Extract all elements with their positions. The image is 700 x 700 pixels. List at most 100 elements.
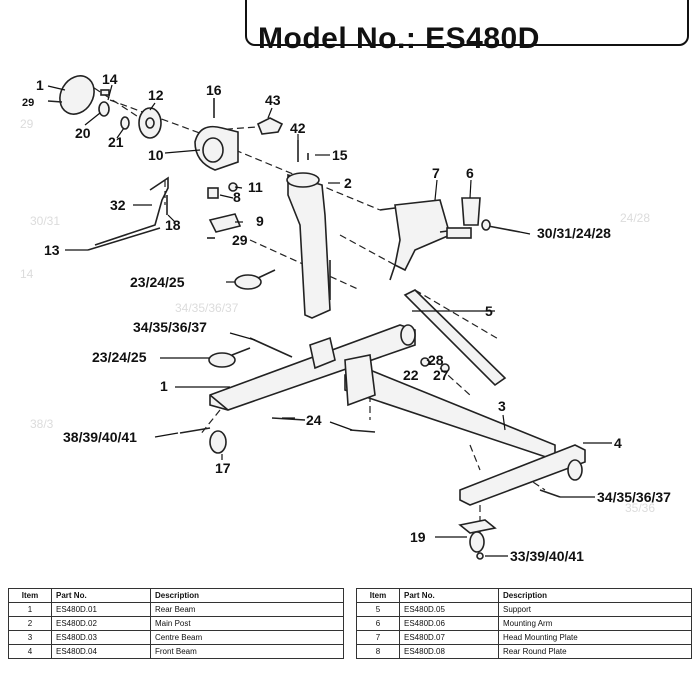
callout-20: 18 <box>165 217 181 233</box>
item-cell: 3 <box>8 630 52 645</box>
callout-10: 10 <box>148 147 164 163</box>
svg-text:14: 14 <box>20 267 34 281</box>
exploded-view-diagram: 29 30/31 14 34/35/36/37 38/3 24/28 35/36 <box>20 71 671 564</box>
callout-5: 5 <box>485 303 493 319</box>
pin-ring-upper <box>234 274 262 290</box>
part-no-cell: ES480D.07 <box>399 630 499 645</box>
table-row: 7 ES480D.07 Head Mounting Plate <box>356 630 692 645</box>
item-cell: 2 <box>8 616 52 631</box>
callout-labels: 1 29 14 12 20 21 16 43 42 15 10 11 8 2 7… <box>22 71 671 564</box>
header-item: Item <box>8 588 52 603</box>
parts-table-right: Item Part No. Description 5 ES480D.05 Su… <box>356 588 692 659</box>
svg-text:30/31: 30/31 <box>30 214 60 228</box>
description-cell: Mounting Arm <box>498 616 692 631</box>
front-beam <box>459 444 586 506</box>
callout-16: 15 <box>332 147 348 163</box>
part-no-cell: ES480D.05 <box>399 602 499 617</box>
header-part-no: Part No. <box>51 588 151 603</box>
castor-plate-19 <box>458 519 497 534</box>
gear-12 <box>138 107 162 139</box>
svg-text:35/36: 35/36 <box>625 501 655 515</box>
table-row: 1 ES480D.01 Rear Beam <box>8 602 344 617</box>
main-post <box>287 173 331 319</box>
callout-6: 6 <box>466 165 474 181</box>
item-cell: 4 <box>8 644 52 659</box>
callout-19: 19 <box>410 529 426 545</box>
callout-18: 17 <box>215 460 231 476</box>
item-cell: 8 <box>356 644 400 659</box>
table-header-row: Item Part No. Description <box>8 588 344 603</box>
castor-19 <box>469 531 485 553</box>
callout-3: 3 <box>498 398 506 414</box>
description-cell: Rear Beam <box>150 602 344 617</box>
callout-28: 28 <box>428 352 444 368</box>
plate-9 <box>208 213 242 233</box>
callout-43: 43 <box>265 92 281 108</box>
head-mounting-plate <box>394 199 451 272</box>
callout-12: 12 <box>148 87 164 103</box>
item-cell: 5 <box>356 602 400 617</box>
support-5 <box>403 289 507 387</box>
callout-27: 27 <box>433 367 449 383</box>
callout-2: 2 <box>344 175 352 191</box>
header-description: Description <box>150 588 344 603</box>
table-row: 5 ES480D.05 Support <box>356 602 692 617</box>
table-row: 4 ES480D.04 Front Beam <box>8 644 344 659</box>
callout-14: 13 <box>44 242 60 258</box>
description-cell: Main Post <box>150 616 344 631</box>
svg-text:34/35/36/37: 34/35/36/37 <box>175 301 239 315</box>
bolt-11 <box>207 187 219 199</box>
centre-beam <box>344 367 556 462</box>
mounting-arm <box>461 197 481 226</box>
description-cell: Head Mounting Plate <box>498 630 692 645</box>
part-no-cell: ES480D.08 <box>399 644 499 659</box>
callout-29: 29 <box>232 232 248 248</box>
part-no-cell: ES480D.03 <box>51 630 151 645</box>
pin-ring-lower <box>208 352 236 368</box>
part-shapes <box>47 75 586 560</box>
item-cell: 1 <box>8 602 52 617</box>
part-no-cell: ES480D.06 <box>399 616 499 631</box>
washer-22 <box>120 116 130 130</box>
description-cell: Front Beam <box>150 644 344 659</box>
rod-14 <box>87 227 161 251</box>
table-header-row: Item Part No. Description <box>356 588 692 603</box>
callout-7: 7 <box>432 165 440 181</box>
item-cell: 6 <box>356 616 400 631</box>
callout-13: 11 <box>248 179 263 195</box>
table-row: 6 ES480D.06 Mounting Arm <box>356 616 692 631</box>
callout-30-31-24-28: 30/31/24/28 <box>537 225 611 241</box>
callout-29-top: 29 <box>22 97 34 109</box>
castor-18 <box>209 430 227 454</box>
gear-housing <box>194 125 239 171</box>
callout-21: 20 <box>75 125 91 141</box>
callout-38-39-40-41: 38/39/40/41 <box>63 429 137 445</box>
callout-15: 14 <box>102 71 118 87</box>
callout-8: 1 <box>36 77 44 93</box>
callout-9: 9 <box>256 213 264 229</box>
callout-34-35-36-37-left: 34/35/36/37 <box>133 319 207 335</box>
model-title: Model No.: ES480D <box>258 22 540 55</box>
callout-22: 21 <box>108 134 124 150</box>
crank-handle <box>94 176 169 246</box>
rear-beam <box>209 324 416 411</box>
svg-text:29: 29 <box>20 117 34 131</box>
callout-42: 42 <box>290 120 306 136</box>
callout-rear-beam: 1 <box>160 378 168 394</box>
svg-text:24/28: 24/28 <box>620 211 650 225</box>
description-cell: Rear Round Plate <box>498 644 692 659</box>
parts-table-left: Item Part No. Description 1 ES480D.01 Re… <box>8 588 344 659</box>
svg-text:38/3: 38/3 <box>30 417 54 431</box>
header-item: Item <box>356 588 400 603</box>
description-cell: Support <box>498 602 692 617</box>
callout-26: 24 <box>306 412 322 428</box>
leader-lines <box>47 84 612 557</box>
table-row: 3 ES480D.03 Centre Beam <box>8 630 344 645</box>
model-title-box <box>245 0 689 46</box>
washer-21 <box>98 101 110 117</box>
table-row: 8 ES480D.08 Rear Round Plate <box>356 644 692 659</box>
header-part-no: Part No. <box>399 588 499 603</box>
table-row: 2 ES480D.02 Main Post <box>8 616 344 631</box>
callout-23-24-25-lower: 23/24/25 <box>92 349 147 365</box>
header-description: Description <box>498 588 692 603</box>
